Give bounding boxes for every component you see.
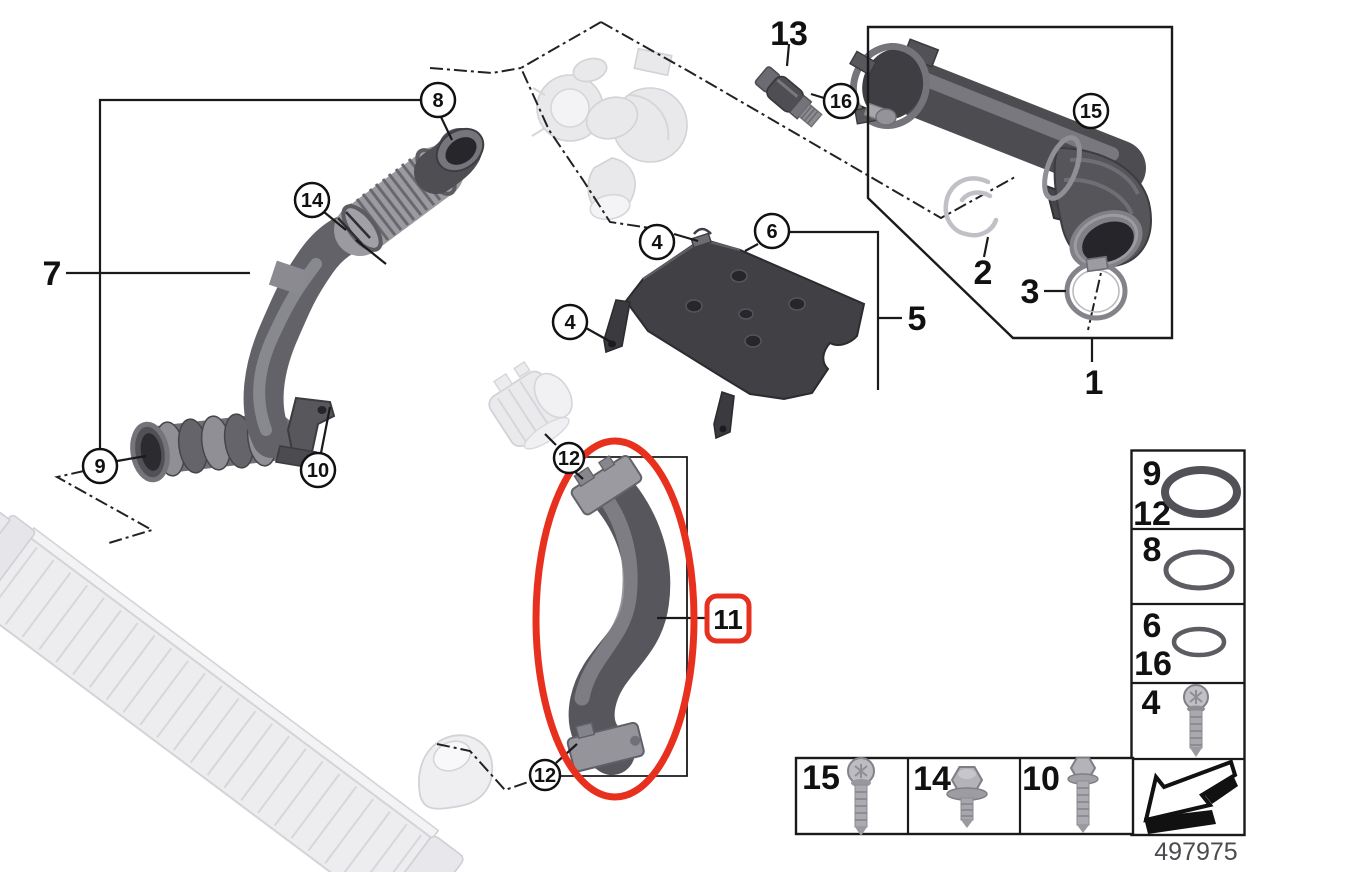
callout-6[interactable]: 6	[753, 212, 791, 250]
legend-row-4[interactable]: 4	[1142, 684, 1209, 757]
part-2-wire-clip[interactable]	[943, 176, 999, 238]
pipe-open-end	[130, 421, 170, 483]
turbocharger-ghost	[531, 47, 688, 221]
legend-cell-15[interactable]: 15	[802, 757, 875, 836]
callout-8[interactable]: 8	[419, 81, 457, 119]
circled-callouts: 8 14 9 10 4 6 4 16	[81, 81, 1110, 792]
callout-14[interactable]: 14	[293, 181, 331, 219]
legend-cell-10[interactable]: 10	[1022, 756, 1099, 833]
callout-16[interactable]: 16	[822, 82, 860, 120]
callout-label-3[interactable]: 3	[1021, 273, 1040, 311]
svg-text:16: 16	[830, 91, 852, 113]
o-ring-medium-icon	[1163, 549, 1235, 591]
svg-text:6: 6	[1143, 607, 1162, 645]
red-highlight-ellipse	[532, 437, 698, 801]
torx-screw-icon	[1183, 684, 1209, 757]
svg-text:10: 10	[1022, 760, 1060, 798]
callout-label-5[interactable]: 5	[908, 300, 927, 338]
pipe-top-opening	[435, 127, 485, 173]
part-1-air-duct[interactable]	[842, 36, 1152, 281]
callout-12-bottom[interactable]: 12	[528, 758, 562, 792]
direction-arrow-icon	[1143, 759, 1238, 834]
legend-right-table: 9 12 8 6 16 4	[1130, 449, 1246, 837]
callout-4-left[interactable]: 4	[551, 303, 589, 341]
legend-row-arrow[interactable]	[1143, 759, 1238, 834]
callout-label-7[interactable]: 7	[43, 255, 62, 293]
duct-left-end	[849, 42, 931, 130]
svg-text:6: 6	[766, 221, 777, 243]
pan-head-screw-icon	[847, 757, 875, 836]
connector-ghost	[488, 361, 573, 450]
callout-label-13[interactable]: 13	[770, 15, 808, 53]
o-ring-small-icon	[1171, 626, 1227, 658]
part-3-hose-clamp[interactable]	[1064, 255, 1128, 321]
callout-label-11[interactable]: 11	[713, 604, 743, 635]
part-5-bracket[interactable]	[603, 227, 866, 440]
red-callout-box-11[interactable]	[704, 593, 752, 644]
legend-row-6-16[interactable]: 6 16	[1134, 607, 1227, 683]
svg-text:10: 10	[307, 460, 329, 482]
part-7-charge-air-pipe[interactable]	[129, 120, 492, 483]
intercooler-ghost	[0, 503, 464, 872]
svg-text:8: 8	[1143, 531, 1162, 569]
svg-text:14: 14	[301, 190, 324, 212]
svg-text:12: 12	[558, 448, 580, 470]
callout-12-top[interactable]: 12	[552, 441, 586, 475]
callout-10[interactable]: 10	[299, 451, 337, 489]
bracket-holes	[685, 269, 806, 348]
hose-clamp-12-bottom[interactable]	[564, 712, 645, 773]
leader-lines	[66, 43, 1094, 764]
hex-flange-bolt-icon	[946, 766, 988, 828]
legend-bottom-row: 15 14 10	[794, 756, 1135, 836]
svg-text:12: 12	[534, 765, 556, 787]
part-11-charge-air-hose[interactable]	[564, 446, 671, 775]
legend-cell-14[interactable]: 14	[913, 760, 988, 828]
bracket-for-12	[560, 456, 688, 777]
bracket-top-clip	[690, 227, 712, 249]
part-13-sensor[interactable]	[753, 64, 825, 130]
svg-text:4: 4	[651, 232, 663, 254]
callout-label-2[interactable]: 2	[974, 254, 993, 292]
duct-elbow	[1042, 135, 1152, 270]
pipe-clamp-14	[337, 211, 371, 245]
svg-text:9: 9	[94, 456, 105, 478]
callout-15[interactable]: 15	[1072, 92, 1110, 130]
callout-label-1[interactable]: 1	[1085, 364, 1104, 402]
svg-text:4: 4	[564, 312, 576, 334]
svg-text:9: 9	[1143, 455, 1162, 493]
o-ring-large-icon	[1161, 466, 1241, 518]
svg-text:4: 4	[1142, 684, 1161, 722]
diagram-number: 497975	[1154, 838, 1237, 866]
highlight-part-11: 11	[532, 437, 752, 801]
legend-row-9-12[interactable]: 9 12	[1133, 455, 1241, 533]
callout-9[interactable]: 9	[81, 447, 119, 485]
intercooler-outlet-ghost	[418, 734, 494, 810]
ghost-parts	[0, 47, 688, 872]
hex-bolt-icon	[1067, 756, 1099, 833]
part-1-box	[866, 25, 1174, 340]
svg-text:14: 14	[913, 760, 951, 798]
svg-text:15: 15	[802, 759, 840, 797]
svg-text:8: 8	[432, 90, 443, 112]
hose-clamp-12-top[interactable]	[564, 446, 643, 517]
svg-text:15: 15	[1080, 101, 1102, 123]
legend-row-8[interactable]: 8	[1143, 531, 1235, 591]
svg-text:16: 16	[1134, 645, 1172, 683]
plain-callouts: 7 13 2 3 5 1	[43, 15, 1104, 402]
callout-4-top[interactable]: 4	[638, 223, 676, 261]
